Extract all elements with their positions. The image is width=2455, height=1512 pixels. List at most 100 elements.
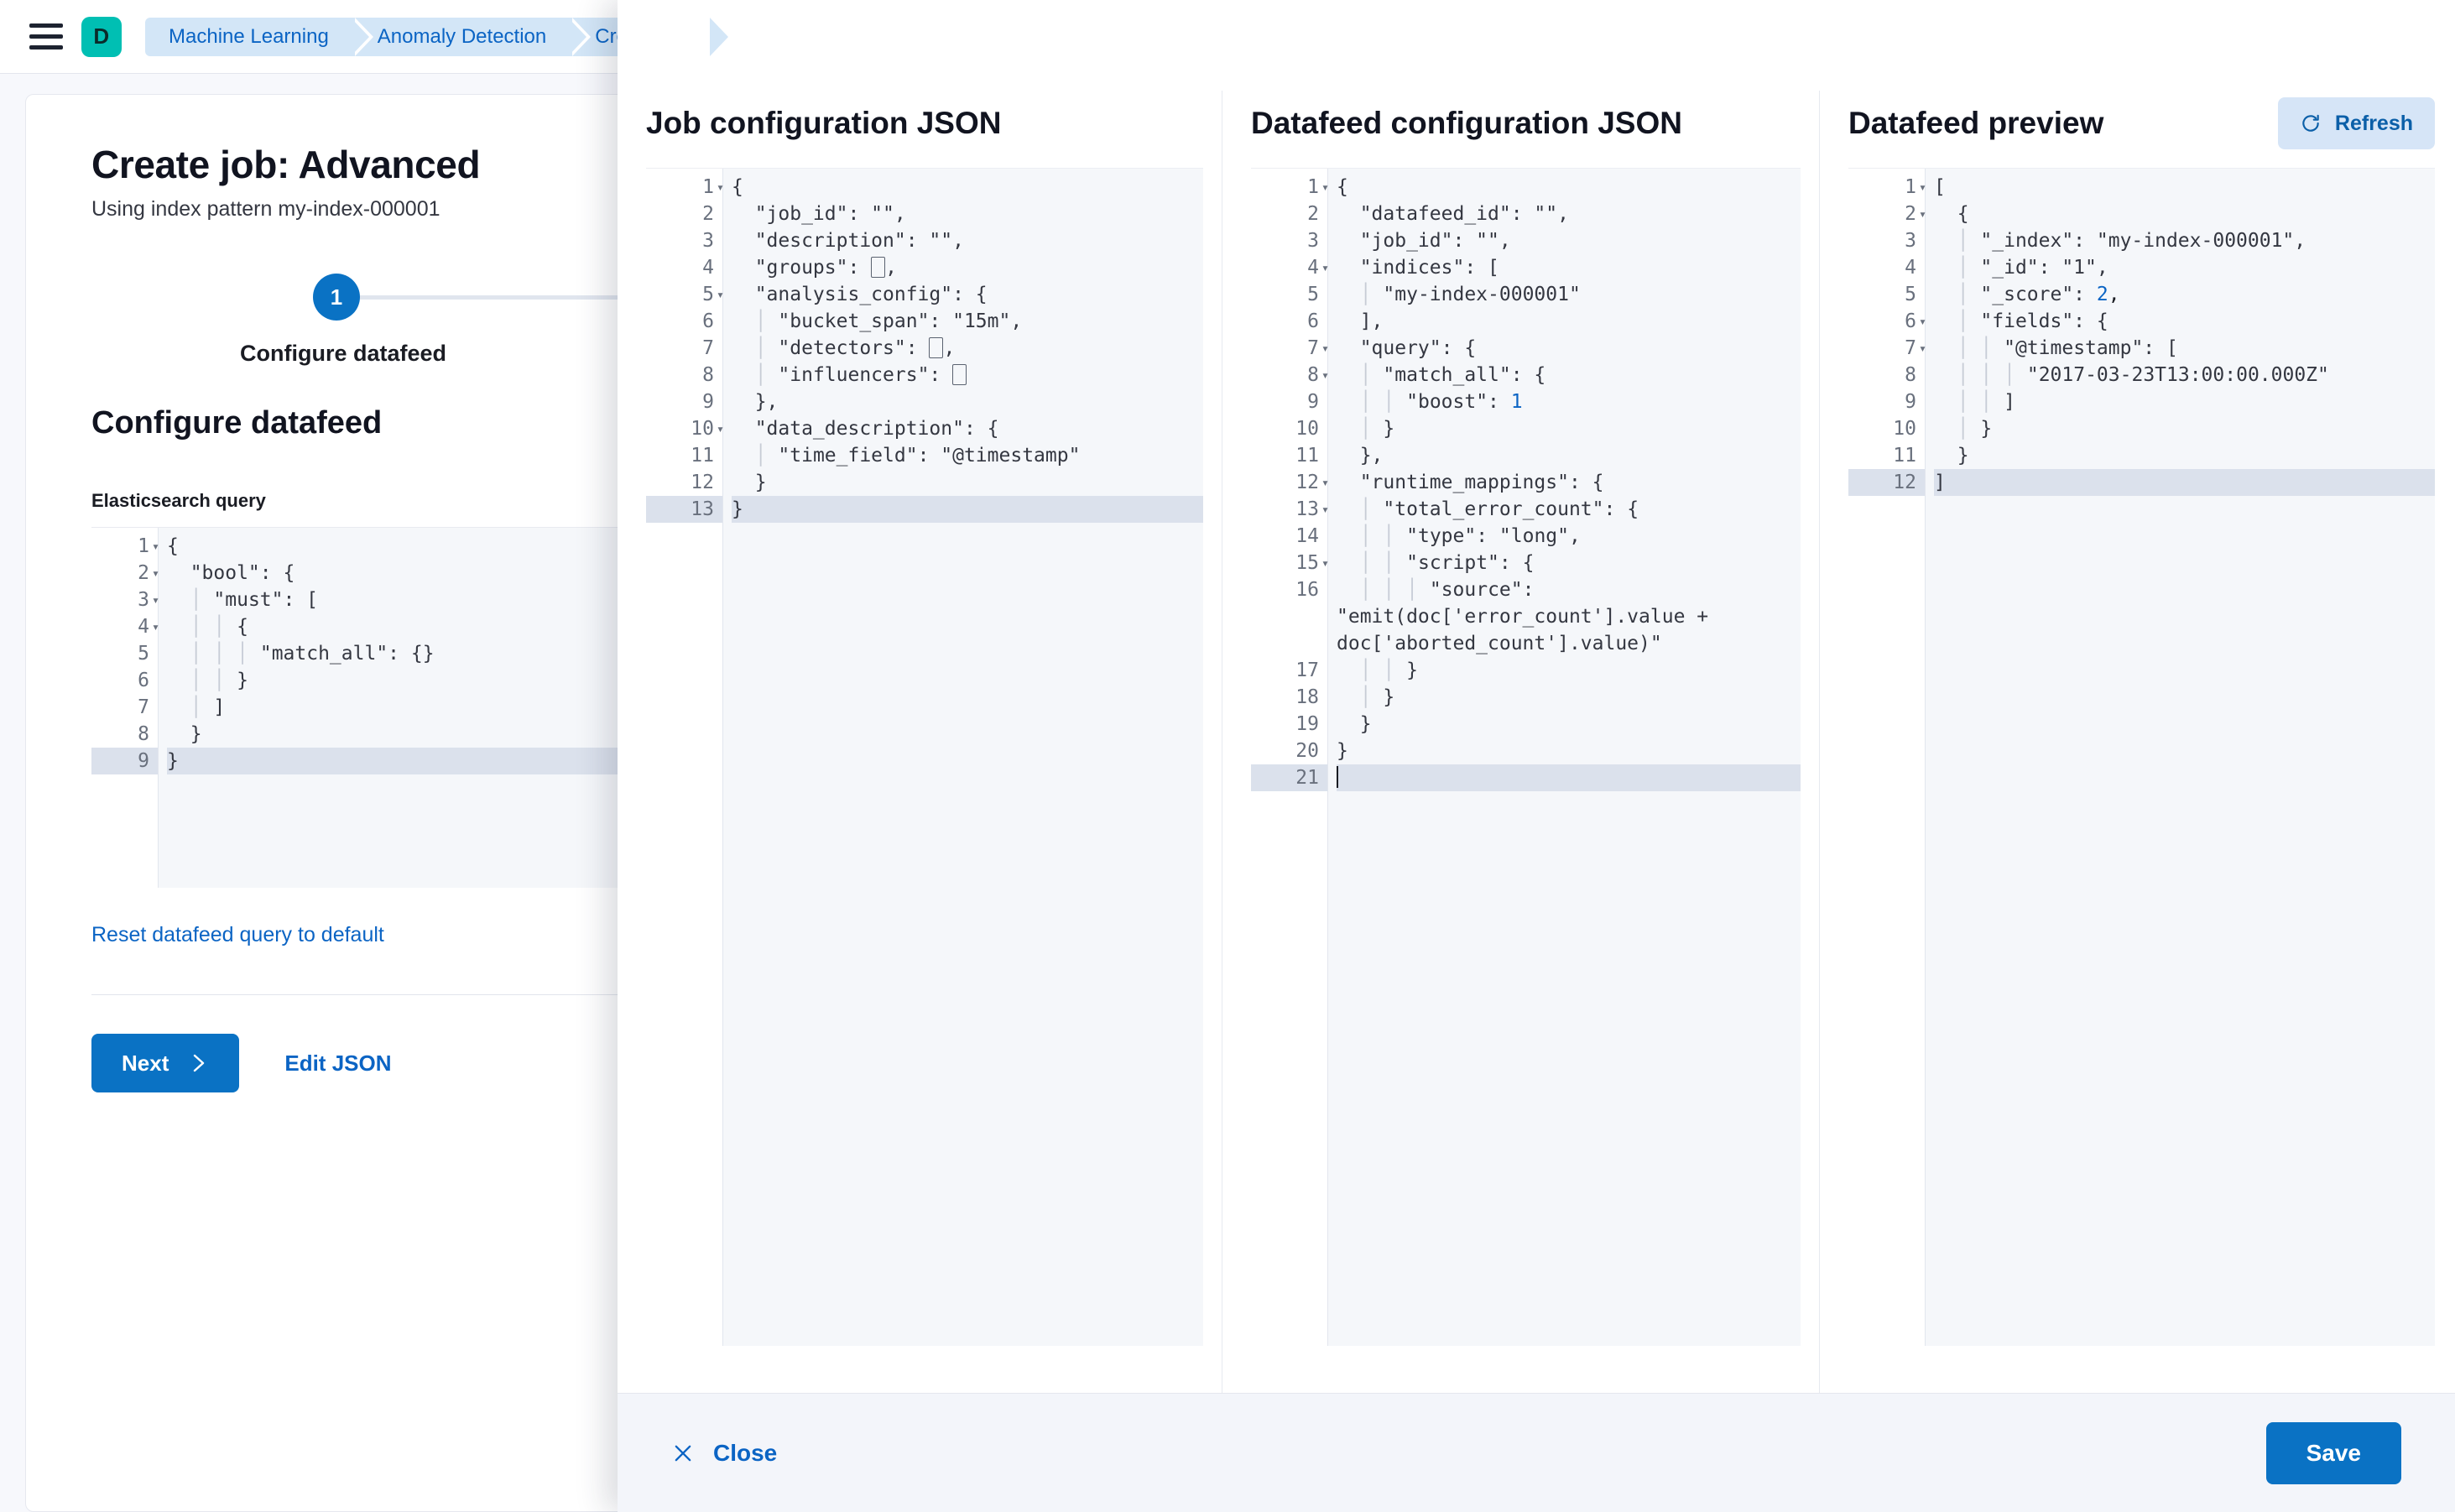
line-number: 9 bbox=[1905, 391, 1916, 413]
code-line[interactable]: "analysis_config": { bbox=[732, 284, 988, 305]
refresh-button[interactable]: Refresh bbox=[2277, 97, 2435, 149]
line-number: 7▾ bbox=[1848, 335, 1926, 362]
code-line[interactable]: │ } bbox=[1957, 418, 1993, 440]
code-line[interactable]: "query": { bbox=[1337, 337, 1477, 359]
code-line[interactable]: │ "must": [ bbox=[190, 589, 319, 611]
code-line[interactable]: } bbox=[1934, 445, 1969, 467]
editor-content[interactable]: { "bool": { │ "must": [ │ │ { │ │ │ "mat… bbox=[159, 528, 679, 888]
page-subtitle: Using index pattern my-index-000001 bbox=[91, 197, 440, 221]
code-line[interactable]: "bool": { bbox=[167, 562, 295, 584]
code-line[interactable]: "datafeed_id": "", bbox=[1337, 203, 1569, 225]
code-line[interactable]: │ │ ] bbox=[1957, 391, 2015, 413]
fold-arrow-icon: ▾ bbox=[1321, 260, 1329, 275]
code-line[interactable]: │ │ "script": { bbox=[1359, 552, 1535, 574]
fold-arrow-icon: ▾ bbox=[151, 619, 159, 634]
code-line[interactable]: [ bbox=[1934, 176, 1946, 198]
fold-arrow-icon: ▾ bbox=[716, 287, 724, 302]
code-line[interactable]: { bbox=[1934, 203, 1969, 225]
breadcrumb-item-machine-learning[interactable]: Machine Learning bbox=[145, 17, 373, 56]
code-line[interactable]: │ } bbox=[1359, 418, 1395, 440]
line-number: 6▾ bbox=[1848, 308, 1926, 335]
edit-json-link[interactable]: Edit JSON bbox=[284, 1050, 392, 1076]
code-line[interactable]: }, bbox=[732, 391, 779, 413]
avatar[interactable]: D bbox=[81, 16, 122, 57]
code-line[interactable]: │ │ } bbox=[1359, 660, 1418, 681]
code-line[interactable]: │ "match_all": { bbox=[1359, 364, 1546, 386]
code-line[interactable]: { bbox=[167, 535, 179, 557]
line-number: 9 bbox=[1307, 391, 1319, 413]
code-line[interactable]: "runtime_mappings": { bbox=[1337, 472, 1604, 493]
empty-array-glyph bbox=[871, 257, 886, 278]
code-line[interactable]: │ │ "@timestamp": [ bbox=[1957, 337, 2178, 359]
next-button[interactable]: Next bbox=[91, 1034, 240, 1092]
code-line[interactable]: │ ] bbox=[190, 696, 226, 718]
code-line[interactable]: │ "detectors": , bbox=[754, 337, 956, 359]
hamburger-menu-icon[interactable] bbox=[29, 23, 63, 51]
code-line[interactable]: │ │ │ "source": "emit(doc['error_count']… bbox=[1337, 579, 1720, 654]
code-line[interactable]: │ │ │ "2017-03-23T13:00:00.000Z" bbox=[1957, 364, 2329, 386]
code-line[interactable]: } bbox=[167, 723, 202, 745]
page-title: Create job: Advanced bbox=[91, 143, 481, 186]
line-number: 10▾ bbox=[646, 415, 724, 442]
code-line[interactable]: │ │ │ "match_all": {} bbox=[190, 643, 435, 665]
line-number: 10 bbox=[1893, 418, 1916, 440]
code-line[interactable]: │ │ "boost": 1 bbox=[1359, 391, 1523, 413]
line-number: 3 bbox=[702, 230, 714, 252]
line-number: 5 bbox=[138, 643, 149, 665]
code-line[interactable]: │ "fields": { bbox=[1957, 310, 2108, 332]
code-line[interactable]: } bbox=[1337, 740, 1348, 762]
line-number: 6 bbox=[1307, 310, 1319, 332]
step-1-circle[interactable]: 1 bbox=[313, 274, 360, 321]
line-number: 12 bbox=[691, 472, 714, 493]
code-line[interactable]: "data_description": { bbox=[732, 418, 999, 440]
code-line[interactable] bbox=[1337, 764, 1801, 791]
editor-content[interactable]: { "job_id": "", "description": "", "grou… bbox=[723, 169, 1203, 1346]
reset-datafeed-query-link[interactable]: Reset datafeed query to default bbox=[91, 923, 384, 946]
code-line[interactable]: "groups": , bbox=[732, 257, 898, 279]
elasticsearch-query-label: Elasticsearch query bbox=[91, 490, 266, 511]
editor-content[interactable]: { "datafeed_id": "", "job_id": "", "indi… bbox=[1328, 169, 1801, 1346]
code-line[interactable]: ], bbox=[1337, 310, 1384, 332]
code-line[interactable]: │ "bucket_span": "15m", bbox=[754, 310, 1023, 332]
code-line[interactable]: │ "my-index-000001" bbox=[1359, 284, 1581, 305]
code-line[interactable]: } bbox=[732, 472, 767, 493]
code-line[interactable]: "job_id": "", bbox=[1337, 230, 1511, 252]
code-line[interactable]: { bbox=[732, 176, 743, 198]
breadcrumb-item-anomaly-detection[interactable]: Anomaly Detection bbox=[350, 17, 592, 56]
editor-content[interactable]: [ { │ "_index": "my-index-000001", │ "_i… bbox=[1926, 169, 2435, 1346]
code-line[interactable]: │ "_score": 2, bbox=[1957, 284, 2120, 305]
code-line[interactable]: }, bbox=[1337, 445, 1384, 467]
fold-arrow-icon: ▾ bbox=[716, 421, 724, 436]
code-line[interactable]: } bbox=[167, 748, 679, 774]
fold-arrow-icon: ▾ bbox=[1918, 180, 1926, 195]
line-number: 11 bbox=[691, 445, 714, 467]
code-line[interactable]: ] bbox=[1934, 469, 2435, 496]
code-line[interactable]: "job_id": "", bbox=[732, 203, 906, 225]
datafeed-configuration-title: Datafeed configuration JSON bbox=[1251, 106, 1682, 140]
code-line[interactable]: │ │ { bbox=[190, 616, 248, 638]
close-button[interactable]: Close bbox=[671, 1440, 777, 1467]
line-number: 11 bbox=[1893, 445, 1916, 467]
code-line[interactable]: │ "_index": "my-index-000001", bbox=[1957, 230, 2306, 252]
code-line[interactable]: │ } bbox=[1359, 686, 1395, 708]
line-number: 6 bbox=[702, 310, 714, 332]
code-line[interactable]: "indices": [ bbox=[1337, 257, 1499, 279]
code-line[interactable]: │ "total_error_count": { bbox=[1359, 498, 1639, 520]
save-button[interactable]: Save bbox=[2265, 1421, 2401, 1484]
code-line[interactable]: │ "_id": "1", bbox=[1957, 257, 2108, 279]
code-line[interactable]: } bbox=[1337, 713, 1372, 735]
code-line[interactable]: } bbox=[732, 496, 1203, 523]
code-line[interactable]: { bbox=[1337, 176, 1348, 198]
fold-arrow-icon: ▾ bbox=[1321, 475, 1329, 490]
code-line[interactable]: │ "time_field": "@timestamp" bbox=[754, 445, 1081, 467]
code-line[interactable]: │ "influencers": bbox=[732, 362, 1203, 388]
code-line[interactable]: "description": "", bbox=[732, 230, 964, 252]
code-line[interactable]: │ │ } bbox=[190, 670, 248, 691]
code-line[interactable]: │ │ "type": "long", bbox=[1359, 525, 1581, 547]
